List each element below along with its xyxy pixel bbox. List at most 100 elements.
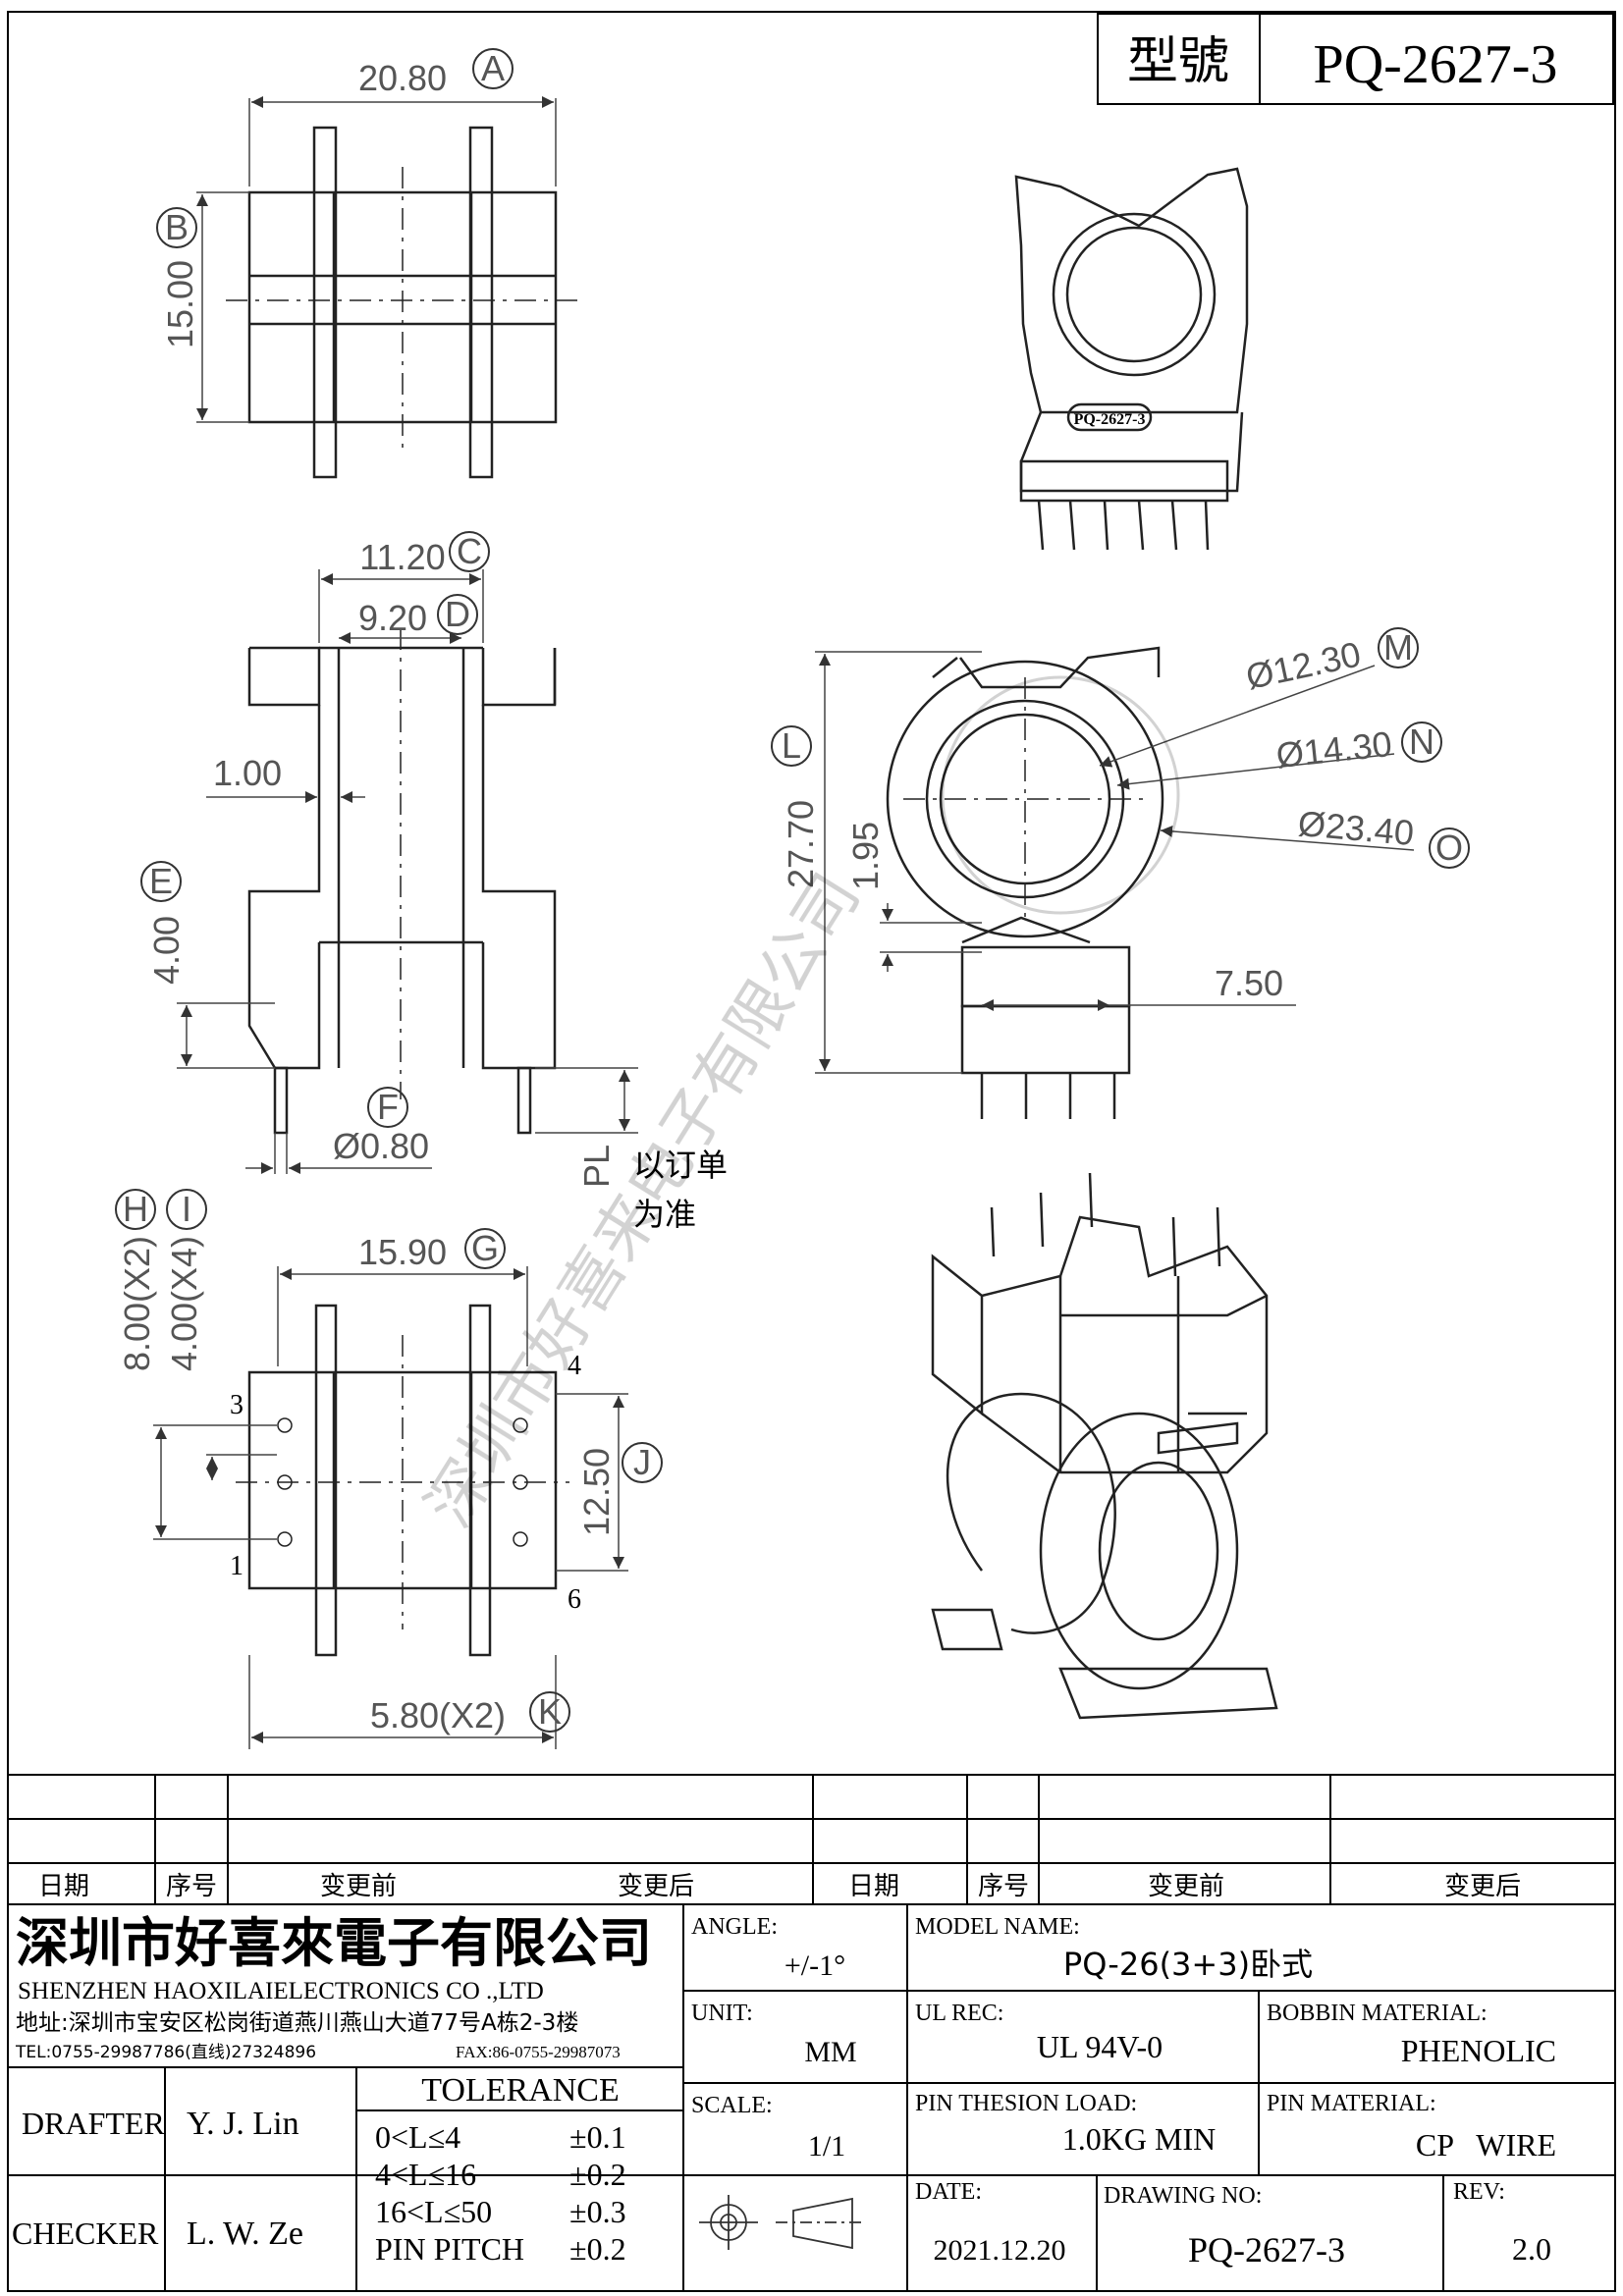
- tol-value-1: ±0.2: [569, 2157, 626, 2192]
- title-box: 型號 PQ-2627-3: [1097, 13, 1614, 105]
- projection-symbol: [699, 2195, 864, 2250]
- dim-O: Ø23.40 O: [1160, 803, 1470, 869]
- side-view: [247, 628, 557, 1135]
- tol-range-1: 4<L≤16: [375, 2157, 476, 2192]
- unit-label: UNIT:: [691, 2001, 753, 2026]
- checker-label: CHECKER: [12, 2216, 159, 2251]
- type-label: 型號: [1127, 32, 1229, 91]
- dim-PL: PL 以订单 为准: [535, 1067, 728, 1233]
- pin-labels: 3 1 4 6: [230, 1351, 581, 1615]
- dim-C-letter: C: [457, 531, 482, 571]
- dim-J-value: 12.50: [576, 1448, 617, 1536]
- dim-K: 5.80(X2) K: [248, 1655, 570, 1749]
- dim-F-letter: F: [377, 1087, 399, 1127]
- company-name-en: SHENZHEN HAOXILAIELECTRONICS CO .,LTD: [18, 1978, 544, 2004]
- dim-F: Ø0.80 F: [245, 1087, 432, 1174]
- angle-value: +/-1°: [784, 1949, 845, 1982]
- dim-H-letter: H: [123, 1189, 148, 1229]
- dim-D: 9.20 D: [339, 594, 478, 644]
- pin-1-label: 1: [230, 1551, 243, 1581]
- dim-wall: 1.00: [206, 753, 365, 803]
- drawing-no-label: DRAWING NO:: [1104, 2183, 1262, 2209]
- angle-label: ANGLE:: [691, 1914, 778, 1940]
- dim-J-letter: J: [633, 1442, 651, 1482]
- dim-pin-span: 7.50: [982, 963, 1296, 1011]
- front-view: [886, 646, 1164, 1119]
- dim-D-value: 9.20: [358, 598, 427, 638]
- tolerance-block: TOLERANCE 0<L≤4 ±0.1 4<L≤16 ±0.2 16<L≤50…: [375, 2072, 626, 2267]
- pin-load-label: PIN THESION LOAD:: [915, 2091, 1137, 2116]
- model-emboss: PQ-2627-3: [1074, 411, 1146, 428]
- dim-D-letter: D: [445, 594, 470, 634]
- rev-header-date: 日期: [38, 1872, 89, 1901]
- revision-table: [8, 1774, 1615, 1905]
- people-block: DRAFTER Y. J. Lin CHECKER L. W. Ze: [12, 2106, 303, 2252]
- pl-note-line1: 以订单: [633, 1147, 728, 1184]
- rev-header-date-2: 日期: [848, 1872, 899, 1901]
- dim-N: Ø14.30 N: [1116, 721, 1442, 790]
- rev-value: 2.0: [1512, 2231, 1551, 2267]
- tol-range-2: 16<L≤50: [375, 2194, 492, 2229]
- dim-M-value: Ø12.30: [1242, 633, 1364, 697]
- iso-view-bottom: [931, 1172, 1278, 1720]
- tol-value-2: ±0.3: [569, 2194, 626, 2229]
- rev-label: REV:: [1453, 2179, 1505, 2205]
- pin-3-label: 3: [230, 1390, 243, 1420]
- bobbin-material-label: BOBBIN MATERIAL:: [1267, 2001, 1488, 2026]
- dim-A-letter: A: [481, 48, 505, 88]
- dim-M-letter: M: [1383, 627, 1413, 667]
- rev-header-after-2: 变更后: [1444, 1872, 1521, 1901]
- dim-N-letter: N: [1409, 721, 1434, 762]
- pin-4-label: 4: [568, 1351, 581, 1381]
- dim-E-letter: E: [149, 861, 173, 901]
- company-tel: TEL:0755-29987786(直线)27324896: [15, 2043, 316, 2062]
- unit-value: MM: [804, 2036, 856, 2068]
- spec-block: ANGLE: +/-1° MODEL NAME: PQ-26(3+3)卧式 UN…: [691, 1914, 1556, 2269]
- dim-K-letter: K: [538, 1691, 562, 1732]
- dim-O-letter: O: [1435, 828, 1463, 868]
- dim-I: 4.00(X4) I: [164, 1189, 277, 1480]
- rev-header-seq: 序号: [166, 1872, 217, 1901]
- dim-G: 15.90 G: [277, 1228, 528, 1366]
- tolerance-title: TOLERANCE: [421, 2072, 619, 2109]
- tol-range-3: PIN PITCH: [375, 2231, 524, 2267]
- dim-L-value: 27.70: [781, 800, 821, 888]
- revision-headers: 日期 序号 变更前 变更后 日期 序号 变更前 变更后: [38, 1872, 1521, 1901]
- tol-value-0: ±0.1: [569, 2119, 626, 2155]
- dim-gap-value: 1.95: [845, 822, 886, 890]
- dim-O-value: Ø23.40: [1296, 803, 1415, 853]
- bottom-view: [236, 1304, 569, 1657]
- pin-material-value: CP WIRE: [1416, 2127, 1556, 2163]
- dim-gap: 1.95: [845, 822, 982, 972]
- dim-H-value: 8.00(X2): [117, 1236, 157, 1371]
- ul-label: UL REC:: [915, 2001, 1003, 2026]
- dim-I-value: 4.00(X4): [164, 1236, 204, 1371]
- iso-view-top: [1014, 167, 1249, 551]
- dim-E-value: 4.00: [146, 916, 187, 985]
- model-label: MODEL NAME:: [915, 1914, 1080, 1940]
- scale-label: SCALE:: [691, 2093, 773, 2118]
- dim-wall-value: 1.00: [213, 753, 282, 793]
- checker-value: L. W. Ze: [187, 2216, 303, 2252]
- date-label: DATE:: [915, 2179, 982, 2205]
- model-value: PQ-26(3+3)卧式: [1063, 1946, 1313, 1983]
- top-view: [226, 126, 579, 479]
- dim-pin-span-value: 7.50: [1215, 963, 1283, 1003]
- dim-F-value: Ø0.80: [333, 1126, 429, 1166]
- company-address: 地址:深圳市宝安区松岗街道燕川燕山大道77号A栋2-3楼: [16, 2010, 578, 2036]
- rev-header-before: 变更前: [320, 1872, 397, 1901]
- dim-J: 12.50 J: [556, 1393, 663, 1572]
- pin-load-value: 1.0KG MIN: [1062, 2121, 1216, 2157]
- dim-E: 4.00 E: [140, 861, 275, 1069]
- company-block: 深圳市好喜來電子有限公司 SHENZHEN HAOXILAIELECTRONIC…: [15, 1912, 652, 2062]
- dim-B-letter: B: [165, 207, 189, 247]
- title-block-grid: [8, 1904, 1615, 2291]
- pin-material-label: PIN MATERIAL:: [1267, 2091, 1436, 2116]
- dim-N-value: Ø14.30: [1274, 723, 1394, 775]
- dim-PL-value: PL: [576, 1145, 617, 1188]
- sheet-border: [7, 11, 1616, 2292]
- rev-header-before-2: 变更前: [1148, 1872, 1224, 1901]
- dim-K-value: 5.80(X2): [370, 1695, 506, 1735]
